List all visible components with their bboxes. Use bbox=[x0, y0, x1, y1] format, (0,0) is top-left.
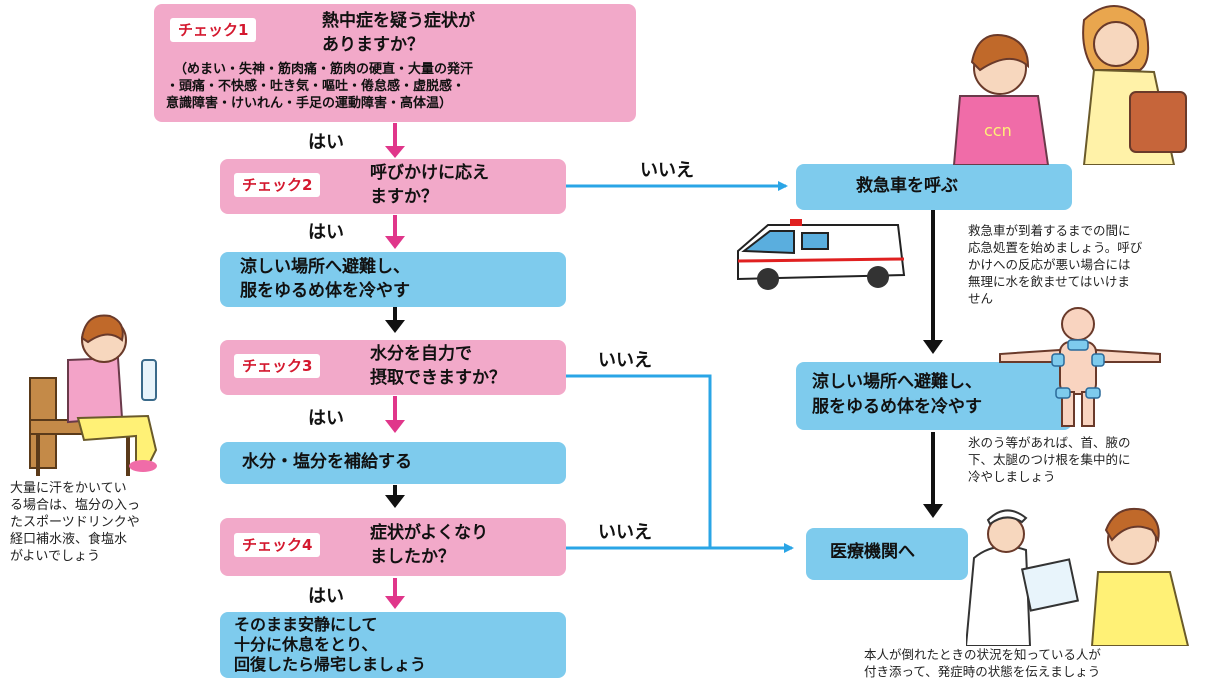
cool-right-line2: 服をゆるめ体を冷やす bbox=[812, 397, 982, 417]
cool-left-line2: 服をゆるめ体を冷やす bbox=[240, 281, 410, 301]
hospital-note-line1: 本人が倒れたときの状況を知っている人が bbox=[864, 647, 1101, 662]
check2-question-line2: ますか？ bbox=[370, 187, 438, 207]
yes-arrow-4 bbox=[385, 578, 405, 609]
rest-box: そのまま安静にして 十分に休息をとり、 回復したら帰宅しましょう bbox=[220, 612, 566, 678]
black-arrow-right-2 bbox=[923, 432, 943, 518]
yes-label-1: はい bbox=[308, 132, 344, 153]
left-note-line3: たスポーツドリンクや bbox=[10, 515, 140, 530]
check3-badge: チェック3 bbox=[234, 354, 321, 378]
left-note-line1: 大量に汗をかいてい bbox=[10, 481, 127, 496]
ambulance-note-line3: かけへの反応が悪い場合には bbox=[968, 257, 1131, 272]
check1-symptoms-line1: （めまい・失神・筋肉痛・筋肉の硬直・大量の発汗 bbox=[174, 62, 474, 77]
check1-badge: チェック1 bbox=[170, 18, 257, 42]
check1-symptoms-line2: ・頭痛・不快感・吐き気・嘔吐・倦怠感・虚脱感・ bbox=[166, 79, 466, 94]
cool-box-left: 涼しい場所へ避難し、 服をゆるめ体を冷やす bbox=[220, 252, 566, 307]
black-arrow-1 bbox=[385, 307, 405, 333]
hydrate-text: 水分・塩分を補給する bbox=[242, 452, 412, 472]
check1-box: チェック1 熱中症を疑う症状が ありますか？ （めまい・失神・筋肉痛・筋肉の硬直… bbox=[154, 4, 636, 122]
body-cooling-diagram bbox=[999, 307, 1161, 427]
check2-question-line1: 呼びかけに応え bbox=[370, 163, 489, 183]
check3-question-line1: 水分を自力で bbox=[370, 344, 472, 364]
rest-line3: 回復したら帰宅しましょう bbox=[234, 655, 427, 674]
no-label-1: いいえ bbox=[640, 160, 694, 181]
yes-arrow-3 bbox=[385, 396, 405, 433]
check1-question-line1: 熱中症を疑う症状が bbox=[322, 11, 475, 31]
ambulance-note: 救急車が到着するまでの間に 応急処置を始めましょう。呼び かけへの反応が悪い場合… bbox=[968, 222, 1224, 307]
left-note-line5: がよいでしょう bbox=[10, 549, 100, 564]
girl-drinking-illustration bbox=[29, 314, 158, 476]
ambulance-note-line1: 救急車が到着するまでの間に bbox=[968, 223, 1131, 238]
rest-line1: そのまま安静にして bbox=[234, 615, 378, 634]
hospital-note: 本人が倒れたときの状況を知っている人が 付き添って、発症時の状態を伝えましょう bbox=[864, 646, 1224, 680]
yes-arrow-2 bbox=[385, 215, 405, 249]
yes-arrow-1 bbox=[385, 123, 405, 158]
check2-box: チェック2 呼びかけに応え ますか？ bbox=[220, 159, 566, 214]
nurse-patient-illustration bbox=[966, 508, 1190, 646]
hospital-note-line2: 付き添って、発症時の状態を伝えましょう bbox=[864, 664, 1101, 679]
check2-badge: チェック2 bbox=[234, 173, 321, 197]
yes-label-3: はい bbox=[308, 408, 344, 429]
cool-note-line1: 氷のう等があれば、首、腋の bbox=[968, 435, 1131, 450]
svg-text:ccn: ccn bbox=[984, 121, 1012, 140]
cool-note-line3: 冷やしましょう bbox=[968, 469, 1056, 484]
cool-note-line2: 下、太腿のつけ根を集中的に bbox=[968, 452, 1131, 467]
check1-question-line2: ありますか？ bbox=[322, 35, 424, 55]
check1-symptoms-line3: 意識障害・けいれん・手足の運動障害・高体温） bbox=[166, 96, 453, 111]
hospital-text: 医療機関へ bbox=[830, 542, 915, 562]
check4-box: チェック4 症状がよくなり ましたか？ bbox=[220, 518, 566, 576]
left-note: 大量に汗をかいてい る場合は、塩分の入っ たスポーツドリンクや 経口補水液、食塩… bbox=[10, 480, 206, 565]
black-arrow-right-1 bbox=[923, 210, 943, 354]
check3-question-line2: 摂取できますか？ bbox=[370, 368, 506, 388]
left-note-line4: 経口補水液、食塩水 bbox=[10, 532, 128, 547]
check4-question-line1: 症状がよくなり bbox=[370, 523, 489, 543]
check3-box: チェック3 水分を自力で 摂取できますか？ bbox=[220, 340, 566, 395]
ambulance-note-line4: 無理に水を飲ませてはいけま bbox=[968, 274, 1130, 289]
rest-line2: 十分に休息をとり、 bbox=[234, 635, 378, 654]
cool-left-line1: 涼しい場所へ避難し、 bbox=[240, 257, 410, 277]
black-arrow-2 bbox=[385, 485, 405, 508]
cool-note: 氷のう等があれば、首、腋の 下、太腿のつけ根を集中的に 冷やしましょう bbox=[968, 434, 1224, 485]
cool-box-right: 涼しい場所へ避難し、 服をゆるめ体を冷やす bbox=[796, 362, 1072, 430]
ambulance-illustration bbox=[737, 219, 906, 290]
yes-label-2: はい bbox=[308, 222, 344, 243]
ambulance-box: 救急車を呼ぶ bbox=[796, 164, 1072, 210]
ambulance-note-line5: せん bbox=[968, 291, 994, 306]
ambulance-text: 救急車を呼ぶ bbox=[856, 176, 958, 196]
check4-badge: チェック4 bbox=[234, 533, 321, 557]
no-connector-check3 bbox=[566, 374, 712, 548]
hydrate-box: 水分・塩分を補給する bbox=[220, 442, 566, 484]
hospital-box: 医療機関へ bbox=[806, 528, 968, 580]
no-label-2: いいえ bbox=[598, 350, 652, 371]
cool-right-line1: 涼しい場所へ避難し、 bbox=[812, 372, 982, 392]
girl-dizzy-illustration: ccn bbox=[952, 5, 1187, 165]
ambulance-note-line2: 応急処置を始めましょう。呼び bbox=[968, 240, 1143, 255]
yes-label-4: はい bbox=[308, 586, 344, 607]
check4-question-line2: ましたか？ bbox=[370, 547, 455, 567]
left-note-line2: る場合は、塩分の入っ bbox=[10, 498, 141, 513]
no-label-3: いいえ bbox=[598, 522, 652, 543]
